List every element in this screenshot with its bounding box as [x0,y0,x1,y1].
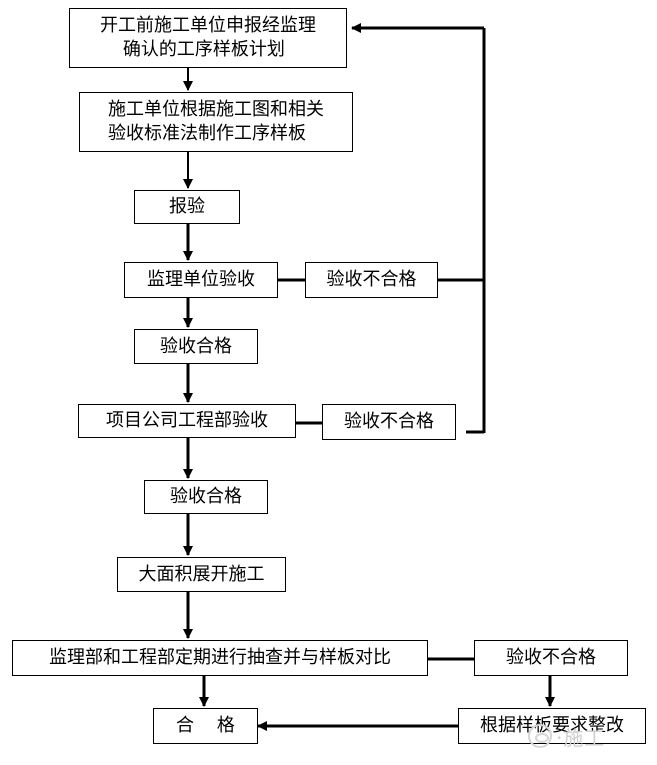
node-label: 验收合格 [160,335,232,357]
node-make-process-template: 施工单位根据施工图和相关 验收标准法制作工序样板 [79,92,353,152]
node-label: 合 格 [176,715,235,736]
node-label: 大面积展开施工 [138,563,265,585]
node-label: 验收不合格 [326,269,417,290]
node-company-engineering-acceptance: 项目公司工程部验收 [78,404,296,438]
node-qualified: 合 格 [153,708,258,744]
node-label: 监理单位验收 [147,269,255,290]
node-label: 项目公司工程部验收 [106,410,268,431]
node-label: 报验 [169,196,205,217]
node-periodic-spot-check: 监理部和工程部定期进行抽查并与样板对比 [12,640,428,676]
node-supervisor-acceptance: 监理单位验收 [124,262,278,298]
node-label: 验收不合格 [506,647,596,668]
node-acceptance-passed-1: 验收合格 [134,329,258,364]
node-label: 根据样板要求整改 [480,715,624,736]
watermark-text: ·施工 [556,725,606,750]
node-rectify-per-template: 根据样板要求整改 [458,708,646,744]
node-acceptance-failed-2: 验收不合格 [322,404,456,440]
node-label: 验收合格 [170,486,242,507]
node-label: 验收不合格 [344,411,434,432]
node-acceptance-passed-2: 验收合格 [144,480,268,514]
node-label: 施工单位根据施工图和相关 验收标准法制作工序样板 [108,99,324,144]
node-report-inspection: 报验 [134,190,240,224]
node-label: 监理部和工程部定期进行抽查并与样板对比 [49,647,391,668]
node-acceptance-failed-3: 验收不合格 [474,640,628,676]
node-submit-template-plan: 开工前施工单位申报经监理 确认的工序样板计划 [69,8,347,68]
node-label: 开工前施工单位申报经监理 确认的工序样板计划 [100,15,316,60]
speech-bubble-icon [528,724,552,748]
node-acceptance-failed-1: 验收不合格 [305,262,438,298]
watermark: ·施工 [528,718,652,754]
node-large-scale-construction: 大面积展开施工 [117,557,286,592]
